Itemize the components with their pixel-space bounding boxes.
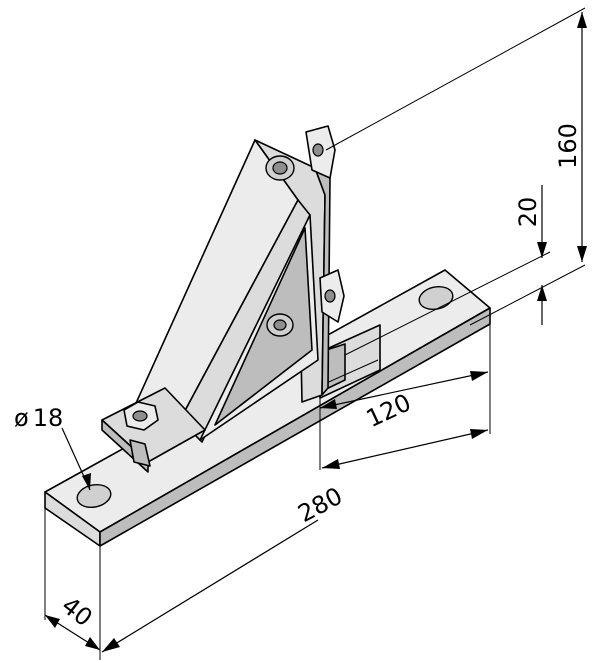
dimension-20-label: 20: [514, 197, 542, 228]
diameter-symbol: ø: [14, 404, 29, 432]
bracket-bolt-middle: [266, 313, 294, 337]
dimension-120-label: 120: [362, 388, 415, 433]
bracket-bolt-upper: [265, 155, 295, 181]
diagonal-brace-side: [179, 199, 311, 443]
mounting-hole-rear: [418, 285, 454, 311]
gusset-web-shadow: [214, 227, 313, 426]
dimension-20: 20: [344, 185, 551, 356]
t-nut-top: [305, 125, 336, 179]
mounting-hole-front: [76, 483, 112, 509]
dimension-160-label: 160: [554, 123, 582, 169]
diameter-value: 18: [33, 404, 64, 432]
dimension-160: 160: [325, 7, 587, 326]
hex-nut: [123, 401, 159, 467]
dimension-280-label: 280: [293, 482, 347, 528]
t-nut-middle: [319, 269, 345, 323]
upright-bracket: [101, 139, 331, 473]
